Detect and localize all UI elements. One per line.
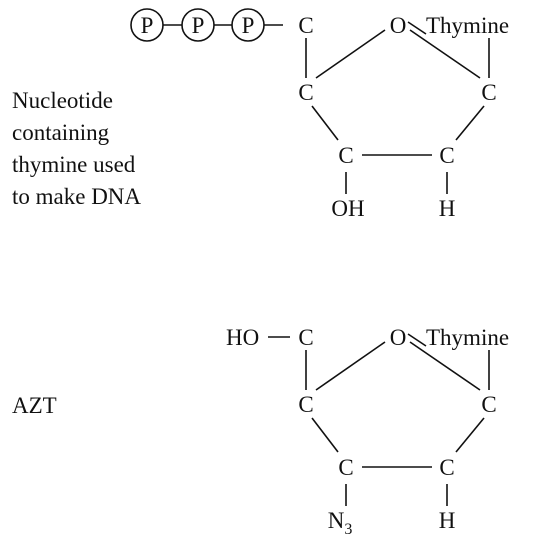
azt-carbon-2prime: C	[439, 455, 454, 480]
ring-oxygen: O	[390, 13, 407, 38]
base-thymine: Thymine	[426, 13, 509, 38]
azt-structure: HO C O Thymine C C C C N3 H	[226, 325, 509, 535]
azt-hydrogen-atom: H	[439, 508, 456, 533]
carbon-5prime: C	[298, 13, 313, 38]
carbon-3prime: C	[338, 143, 353, 168]
azt-carbon-5prime: C	[298, 325, 313, 350]
azide-subscript: 3	[344, 521, 352, 535]
bond-c1-c2	[455, 105, 485, 141]
azide-group: N3	[328, 508, 353, 535]
phosphate-label-2: P	[192, 13, 205, 38]
carbon-1prime: C	[481, 80, 496, 105]
azt-bond-c4-c3	[311, 417, 339, 453]
ho-group: HO	[226, 325, 259, 350]
bond-c4-c3	[311, 105, 339, 141]
hydroxyl-group: OH	[331, 196, 364, 221]
bond-base	[407, 21, 427, 35]
azt-caption: AZT	[12, 393, 57, 418]
carbon-2prime: C	[439, 143, 454, 168]
azt-bond-c4-o	[315, 341, 386, 391]
phosphate-label-1: P	[141, 13, 154, 38]
nucleotide-caption-line-1: Nucleotide	[12, 88, 113, 113]
azt-bond-o-c1	[409, 341, 481, 391]
phosphate-label-3: P	[242, 13, 255, 38]
nucleotide-caption-line-4: to make DNA	[12, 184, 141, 209]
azide-nitrogen: N	[328, 508, 345, 533]
azt-bond-c1-c2	[455, 417, 485, 453]
nucleotide-caption-line-3: thymine used	[12, 152, 136, 177]
azt-carbon-4prime: C	[298, 392, 313, 417]
carbon-4prime: C	[298, 80, 313, 105]
azt-carbon-1prime: C	[481, 392, 496, 417]
nucleotide-caption: Nucleotide containing thymine used to ma…	[12, 88, 141, 209]
azt-base-thymine: Thymine	[426, 325, 509, 350]
hydrogen-atom: H	[439, 196, 456, 221]
nucleotide-caption-line-2: containing	[12, 120, 110, 145]
bond-o-c1	[409, 29, 481, 79]
nucleotide-structure: P P P C O Thymine C C C C OH H	[130, 8, 509, 221]
azt-bond-base	[407, 333, 427, 347]
azt-ring-oxygen: O	[390, 325, 407, 350]
azt-carbon-3prime: C	[338, 455, 353, 480]
bond-c4-o	[315, 29, 386, 79]
